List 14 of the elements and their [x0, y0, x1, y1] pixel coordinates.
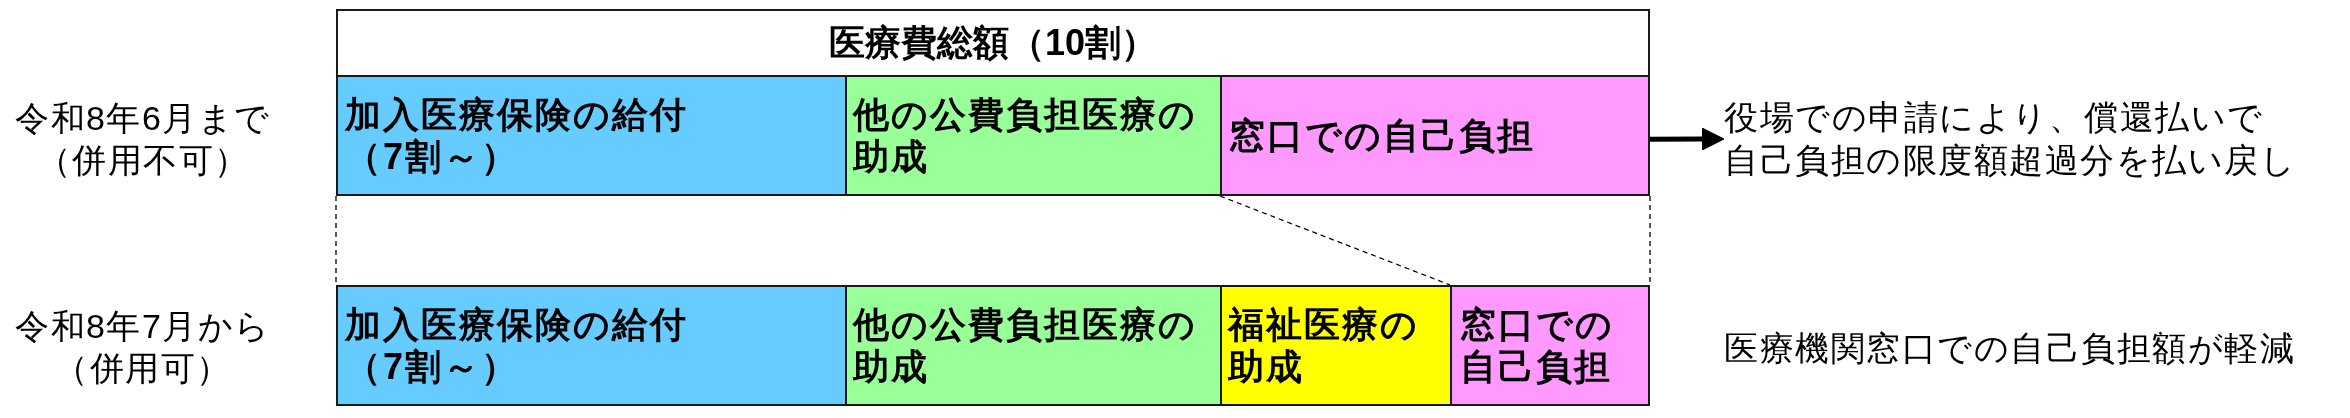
bar-segment: 窓口での自己負担	[1220, 75, 1650, 196]
bar-segment: 他の公費負担医療の助成	[845, 75, 1222, 196]
arrow	[1650, 127, 1725, 151]
bar-segment: 他の公費負担医療の助成	[845, 285, 1222, 406]
bar-segment: 窓口での自己負担	[1450, 285, 1650, 406]
bar-segment: 加入医療保険の給付（7割～）	[336, 285, 847, 406]
row-label: 令和8年7月から（併用可）	[14, 306, 272, 389]
bar-segment: 福祉医療の助成	[1220, 285, 1452, 406]
note-text: 役場での申請により、償還払いで自己負担の限度額超過分を払い戻し	[1724, 96, 2309, 182]
guide-line	[1219, 195, 1451, 286]
header-box: 医療費総額（10割）	[336, 9, 1650, 77]
row-label: 令和8年6月まで（併用不可）	[14, 98, 272, 181]
bar-segment: 加入医療保険の給付（7割～）	[336, 75, 847, 196]
note-text: 医療機関窓口での自己負担額が軽減	[1724, 328, 2295, 369]
